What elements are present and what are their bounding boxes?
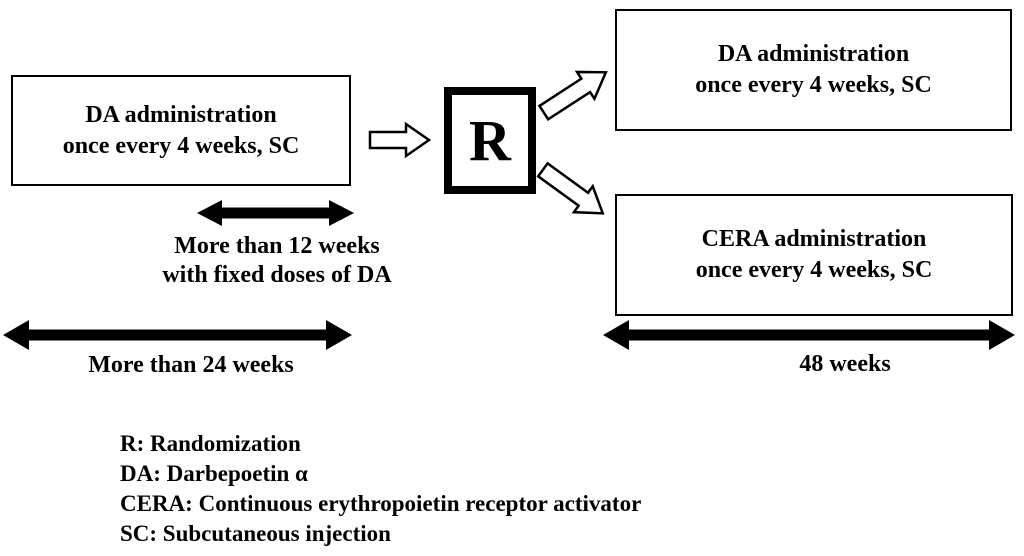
flow-arrow-up-right-icon bbox=[537, 70, 608, 122]
flow-arrow-right-icon bbox=[368, 121, 432, 159]
timeline-arrow-fixed-dose bbox=[197, 200, 354, 226]
box-da-arm: DA administration once every 4 weeks, SC bbox=[615, 9, 1012, 131]
legend-item-r: R: Randomization bbox=[120, 431, 301, 456]
flow-arrow-down-right-icon bbox=[536, 161, 605, 215]
box-da-arm-line1: DA administration bbox=[717, 41, 910, 67]
box-cera-arm-line1: CERA administration bbox=[701, 226, 927, 252]
box-da-run-in-line1: DA administration bbox=[85, 101, 277, 128]
label-fixed-dose-period: More than 12 weeks with fixed doses of D… bbox=[162, 232, 391, 290]
box-da-arm-line2: once every 4 weeks, SC bbox=[695, 72, 932, 98]
box-randomization: R bbox=[444, 87, 536, 194]
timeline-arrow-overall bbox=[3, 320, 352, 350]
legend-item-cera: CERA: Continuous erythropoietin receptor… bbox=[120, 491, 642, 516]
abbreviation-legend: R: Randomization DA: Darbepoetin α CERA:… bbox=[120, 429, 641, 549]
box-cera-arm-line2: once every 4 weeks, SC bbox=[695, 257, 933, 283]
legend-item-da: DA: Darbepoetin α bbox=[120, 461, 308, 486]
box-da-run-in-line2: once every 4 weeks, SC bbox=[62, 132, 300, 159]
randomization-letter: R bbox=[469, 107, 511, 173]
legend-item-sc: SC: Subcutaneous injection bbox=[120, 521, 391, 546]
label-fixed-dose-line1: More than 12 weeks bbox=[174, 233, 380, 259]
box-cera-arm: CERA administration once every 4 weeks, … bbox=[615, 194, 1013, 316]
label-overall-period: More than 24 weeks bbox=[88, 352, 294, 378]
timeline-arrow-treatment bbox=[603, 320, 1015, 350]
label-treatment-period: 48 weeks bbox=[799, 351, 891, 377]
box-da-run-in: DA administration once every 4 weeks, SC bbox=[11, 75, 351, 186]
label-fixed-dose-line2: with fixed doses of DA bbox=[162, 262, 392, 288]
